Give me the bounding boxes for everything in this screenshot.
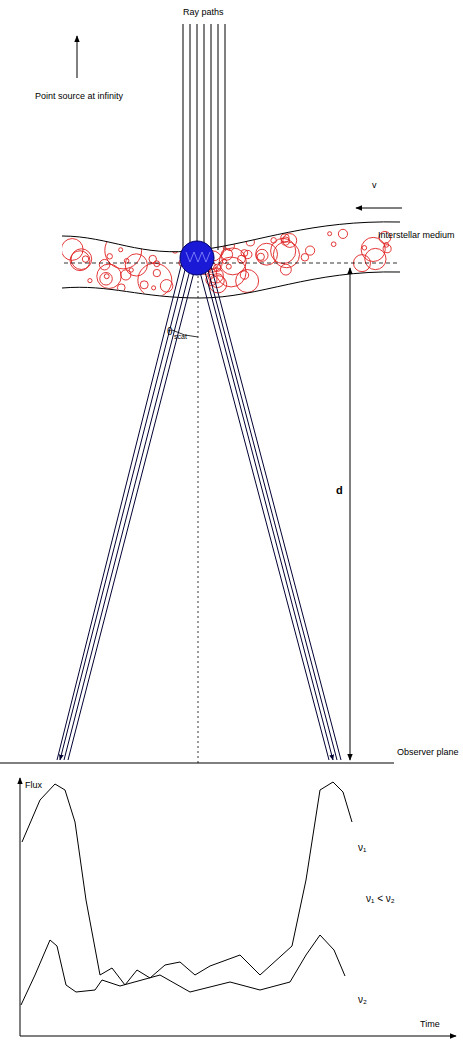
axis-label: Time [420, 1020, 440, 1030]
flux-curve [21, 935, 345, 1005]
velocity-label: v [372, 181, 377, 191]
scattered-ray [208, 270, 337, 760]
distance-arrow [350, 268, 351, 760]
ray-line [190, 24, 191, 250]
scattered-ray [64, 270, 190, 760]
scattering-blob [180, 241, 214, 275]
scattered-ray [68, 272, 194, 760]
medium-edge [62, 272, 400, 298]
optical-axis [198, 276, 199, 763]
scattered-ray [57, 262, 182, 760]
velocity-arrow [356, 208, 402, 209]
ray-line [204, 24, 205, 250]
ray-line [218, 24, 219, 250]
plane-label: Observer plane [397, 748, 459, 758]
ray-line [225, 24, 226, 250]
frequency-label: ν₁ [358, 842, 366, 853]
source-label: Point source at infinity [35, 92, 123, 102]
heading-label: Ray paths [183, 8, 224, 18]
distance-label: d [336, 484, 343, 496]
scattered-ray [204, 268, 333, 760]
scattered-ray [200, 272, 329, 760]
observer-plane [0, 763, 394, 764]
frequency-label: ν₂ [358, 994, 367, 1005]
source-arrow [77, 36, 78, 78]
screen-midline [64, 263, 400, 264]
ray-line [211, 24, 212, 250]
angle-symbol: θ [167, 326, 173, 337]
ray-squiggle [186, 252, 210, 262]
frequency-note: ν₁ < ν₂ [366, 893, 395, 904]
ray-line [197, 24, 198, 250]
time-axis [20, 1036, 456, 1037]
axis-label: Flux [25, 781, 42, 791]
scattered-ray [211, 266, 341, 760]
medium-label: Interstellar medium [378, 231, 455, 241]
angle-subscript: scat [174, 333, 187, 341]
ray-line [183, 24, 184, 250]
scattered-ray [60, 266, 186, 760]
flux-axis [20, 778, 21, 1036]
flux-curve [22, 782, 352, 985]
medium-edge [62, 222, 400, 252]
